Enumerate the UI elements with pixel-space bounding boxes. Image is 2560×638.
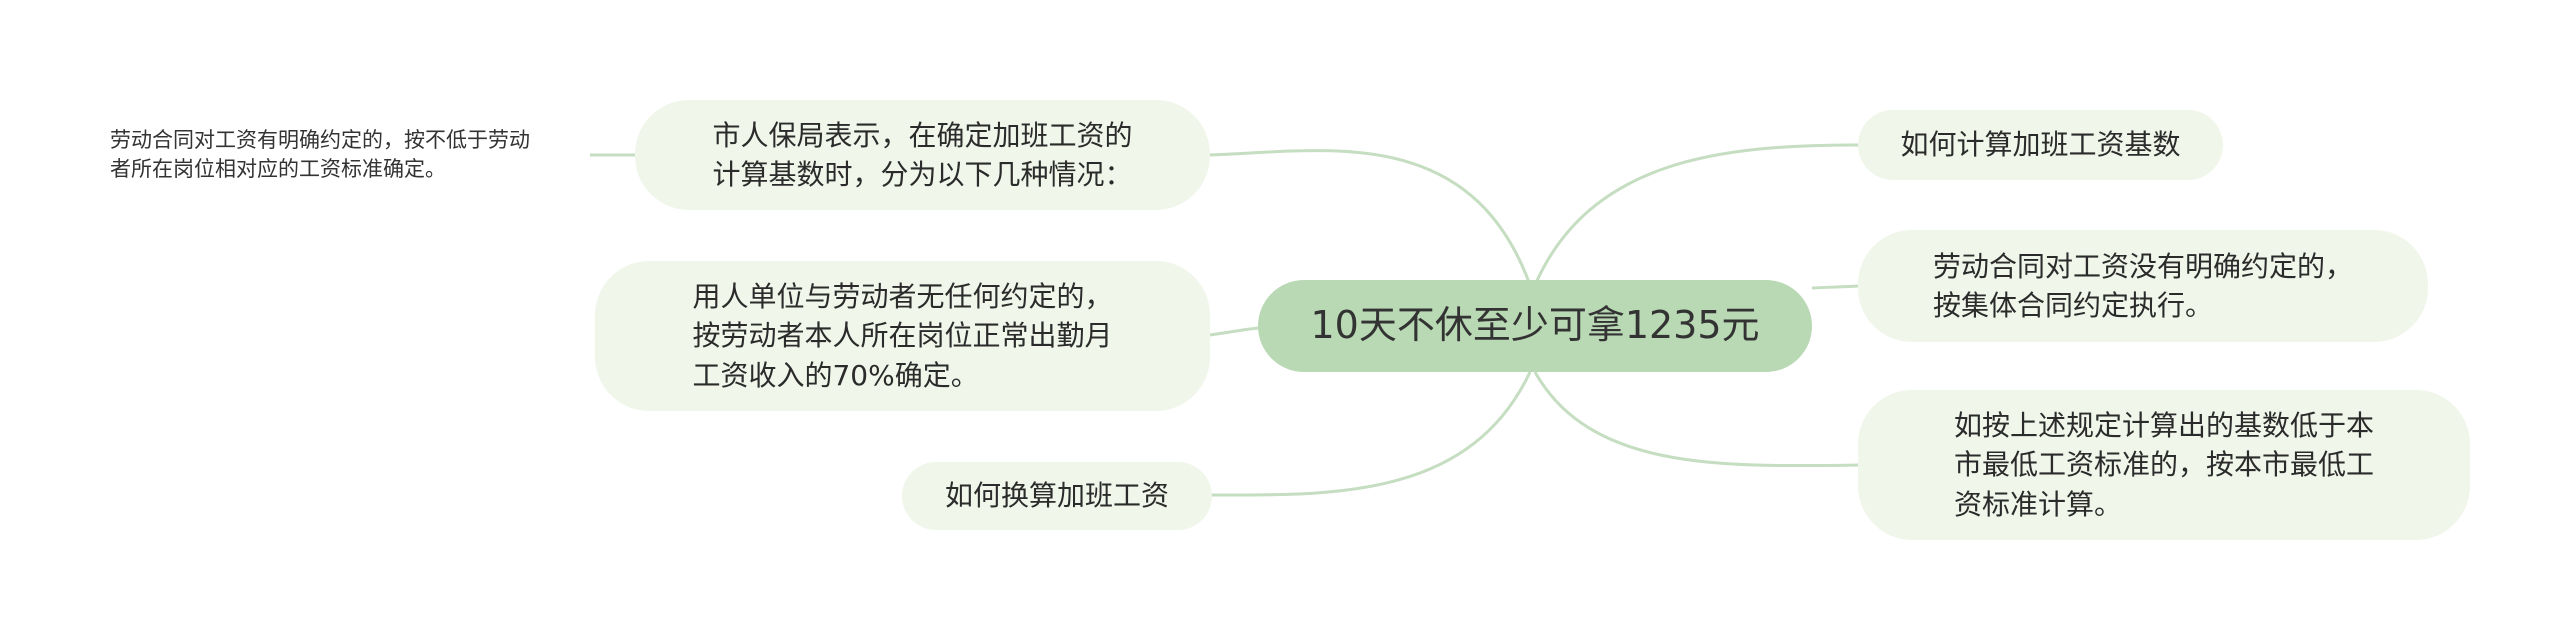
central-topic-label: 10天不休至少可拿1235元 bbox=[1310, 303, 1760, 348]
topic-how-to-calculate-base[interactable]: 如何计算加班工资基数 bbox=[1858, 110, 2223, 180]
topic-collective-contract[interactable]: 劳动合同对工资没有明确约定的， 按集体合同约定执行。 bbox=[1858, 230, 2428, 342]
topic-label: 如按上述规定计算出的基数低于本 市最低工资标准的，按本市最低工 资标准计算。 bbox=[1953, 409, 2374, 521]
topic-label: 劳动合同对工资没有明确约定的， 按集体合同约定执行。 bbox=[1932, 249, 2353, 322]
leaf-contract-specified-wage[interactable]: 劳动合同对工资有明确约定的，按不低于劳动 者所在岗位相对应的工资标准确定。 bbox=[110, 123, 590, 187]
link-root-to-left-2 bbox=[1209, 326, 1259, 337]
link-root-to-right-1 bbox=[1533, 143, 1859, 286]
topic-label: 如何计算加班工资基数 bbox=[1900, 128, 2181, 162]
topic-how-to-convert-overtime-pay[interactable]: 如何换算加班工资 bbox=[902, 462, 1212, 530]
link-root-to-left-3 bbox=[1211, 371, 1532, 497]
link-root-to-left-1 bbox=[1207, 149, 1532, 286]
central-topic[interactable]: 10天不休至少可拿1235元 bbox=[1258, 280, 1812, 372]
topic-no-agreement[interactable]: 用人单位与劳动者无任何约定的， 按劳动者本人所在岗位正常出勤月 工资收入的70%… bbox=[595, 261, 1210, 411]
topic-label: 用人单位与劳动者无任何约定的， 按劳动者本人所在岗位正常出勤月 工资收入的70%… bbox=[692, 280, 1113, 392]
topic-label: 如何换算加班工资 bbox=[944, 479, 1169, 513]
topic-label: 市人保局表示，在确定加班工资的 计算基数时，分为以下几种情况： bbox=[712, 118, 1133, 191]
link-root-to-right-2 bbox=[1811, 284, 1859, 290]
topic-minimum-wage-standard[interactable]: 如按上述规定计算出的基数低于本 市最低工资标准的，按本市最低工 资标准计算。 bbox=[1858, 390, 2470, 540]
link-root-to-right-3 bbox=[1533, 371, 1859, 468]
leaf-label: 劳动合同对工资有明确约定的，按不低于劳动 者所在岗位相对应的工资标准确定。 bbox=[110, 127, 530, 181]
topic-base-calculation-situations[interactable]: 市人保局表示，在确定加班工资的 计算基数时，分为以下几种情况： bbox=[635, 100, 1210, 210]
